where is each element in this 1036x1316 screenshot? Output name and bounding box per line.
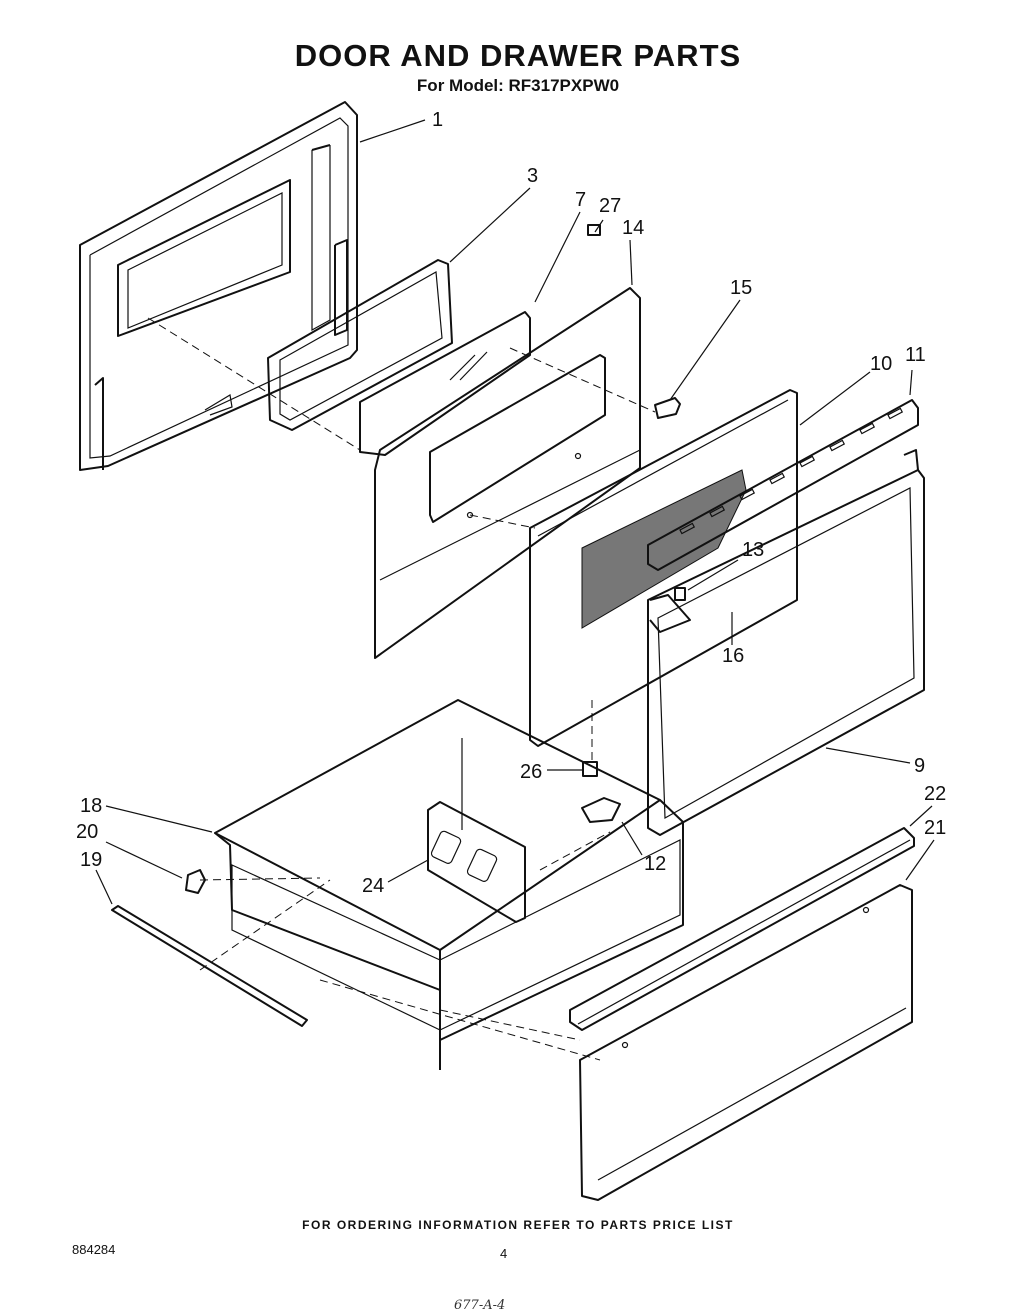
drawer-bracket xyxy=(427,801,526,923)
callout-14: 14 xyxy=(622,217,644,239)
vent-trim xyxy=(647,399,919,571)
leader-lines xyxy=(95,119,935,905)
callout-9: 9 xyxy=(914,755,925,777)
callout-21: 21 xyxy=(924,817,946,839)
callout-20: 20 xyxy=(76,821,98,843)
callout-10: 10 xyxy=(870,353,892,375)
page-number: 4 xyxy=(500,1246,508,1261)
callout-22: 22 xyxy=(924,783,946,805)
callout-7: 7 xyxy=(575,189,586,211)
inner-window-frame xyxy=(529,389,798,747)
callout-16: 16 xyxy=(722,645,744,667)
callout-18: 18 xyxy=(80,795,102,817)
drawer-rail xyxy=(111,905,308,1027)
callout-13: 13 xyxy=(742,539,764,561)
drawer-front-panel xyxy=(579,884,913,1201)
clip-part-20 xyxy=(185,869,206,894)
callout-3: 3 xyxy=(527,165,538,187)
drawer-trim xyxy=(569,827,915,1031)
callout-19: 19 xyxy=(80,849,102,871)
page-title: DOOR AND DRAWER PARTS xyxy=(294,38,742,73)
inner-door-panel xyxy=(374,287,641,659)
callout-11: 11 xyxy=(905,344,926,366)
callout-15: 15 xyxy=(730,277,752,299)
callout-24: 24 xyxy=(362,875,384,897)
door-gasket xyxy=(267,259,453,431)
hinge-receiver-part-15 xyxy=(654,397,681,419)
callout-26: 26 xyxy=(520,761,542,783)
outer-door-panel xyxy=(79,101,358,471)
ordering-info-note: FOR ORDERING INFORMATION REFER TO PARTS … xyxy=(302,1218,734,1232)
callout-1: 1 xyxy=(432,109,443,131)
alignment-lines xyxy=(147,317,656,1061)
handwritten-note: 677-A-4 xyxy=(454,1298,506,1313)
bracket-part-16 xyxy=(649,594,691,633)
door-glass xyxy=(359,311,531,456)
drawer-body xyxy=(214,699,684,1070)
hinge-part-26 xyxy=(582,761,598,777)
hinge-part-12 xyxy=(581,797,621,823)
mesh-screen xyxy=(581,469,747,629)
callout-labels: 1 3 7 27 14 15 10 11 13 16 9 26 12 18 20… xyxy=(76,109,946,897)
callout-27: 27 xyxy=(599,195,621,217)
model-subtitle: For Model: RF317PXPW0 xyxy=(416,76,620,95)
callout-12: 12 xyxy=(644,853,666,875)
door-frame xyxy=(647,449,925,836)
clip-part-27 xyxy=(587,224,601,236)
spacer-part-13 xyxy=(674,587,686,601)
document-number: 884284 xyxy=(72,1242,116,1257)
